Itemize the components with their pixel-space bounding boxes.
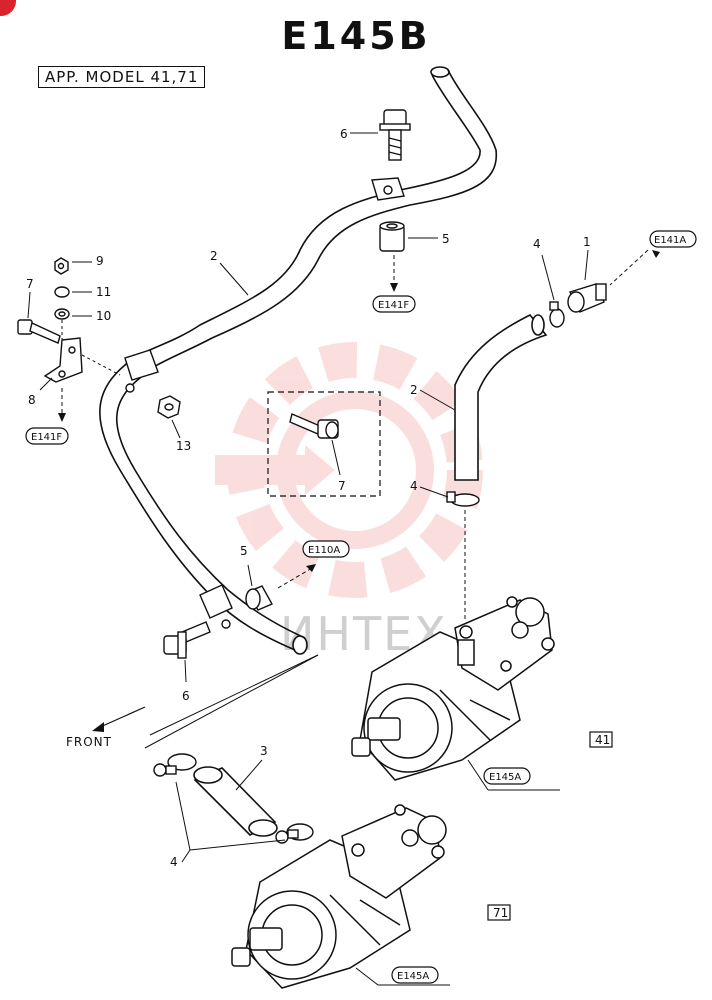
hose-clamp-4-mid bbox=[446, 491, 480, 507]
callout-10: 10 bbox=[96, 309, 111, 323]
model-71-label: 71 bbox=[493, 906, 508, 920]
callout-8: 8 bbox=[28, 393, 36, 407]
detail-box bbox=[267, 391, 381, 497]
bolt-6-bottom bbox=[163, 621, 211, 659]
callout-6-top: 6 bbox=[340, 127, 348, 141]
bolt-7-detail bbox=[289, 413, 339, 439]
applicable-model-label: APP. MODEL 41,71 bbox=[38, 66, 206, 88]
callout-7-box: 7 bbox=[338, 479, 346, 493]
washer-11 bbox=[54, 286, 70, 298]
nut-13 bbox=[157, 395, 181, 419]
ref-e141a: E141A bbox=[654, 235, 686, 246]
ref-e141f-left: E141F bbox=[31, 432, 62, 443]
ref-e145a-bottom: E145A bbox=[397, 971, 429, 982]
bracket-8 bbox=[43, 337, 83, 383]
hydraulic-pump-41 bbox=[351, 596, 555, 781]
callout-3: 3 bbox=[260, 744, 268, 758]
pipe-clamp-lower bbox=[199, 584, 233, 629]
callout-4-top: 4 bbox=[533, 237, 541, 251]
hose-bent-2 bbox=[454, 313, 548, 481]
front-direction-label: FRONT bbox=[66, 735, 112, 749]
washer-10 bbox=[54, 308, 70, 320]
hose-clamp-4-bottom-a bbox=[153, 753, 197, 777]
hose-connector-1 bbox=[567, 283, 607, 313]
callout-2-mid: 2 bbox=[410, 383, 418, 397]
page-title: E145B bbox=[281, 14, 431, 58]
nut-9 bbox=[54, 257, 69, 275]
callout-5-mid: 5 bbox=[240, 544, 248, 558]
callout-2-upper: 2 bbox=[210, 249, 218, 263]
pipe-clamp-left bbox=[124, 349, 159, 393]
callout-9: 9 bbox=[96, 254, 104, 268]
callout-4-mid: 4 bbox=[410, 479, 418, 493]
spacer-5-mid bbox=[245, 585, 273, 611]
ref-e141f-mid: E141F bbox=[378, 300, 409, 311]
bolt-6-top bbox=[379, 109, 411, 161]
hydraulic-pump-71 bbox=[231, 804, 447, 989]
callout-4-bottom: 4 bbox=[170, 855, 178, 869]
callout-1: 1 bbox=[583, 235, 591, 249]
model-41-label: 41 bbox=[595, 733, 610, 747]
pipe-long bbox=[99, 66, 497, 655]
hose-clamp-4-top bbox=[549, 301, 565, 328]
hose-3 bbox=[193, 766, 278, 837]
ref-e110a: E110A bbox=[308, 545, 340, 556]
pipe-clamp-upper bbox=[371, 177, 405, 201]
spacer-5-top bbox=[379, 221, 405, 252]
callout-7-left: 7 bbox=[26, 277, 34, 291]
callout-6-bottom: 6 bbox=[182, 689, 190, 703]
callout-11: 11 bbox=[96, 285, 111, 299]
ref-e145a-top: E145A bbox=[489, 772, 521, 783]
callout-5-top: 5 bbox=[442, 232, 450, 246]
callout-13: 13 bbox=[176, 439, 191, 453]
bolt-7-left bbox=[17, 319, 61, 344]
